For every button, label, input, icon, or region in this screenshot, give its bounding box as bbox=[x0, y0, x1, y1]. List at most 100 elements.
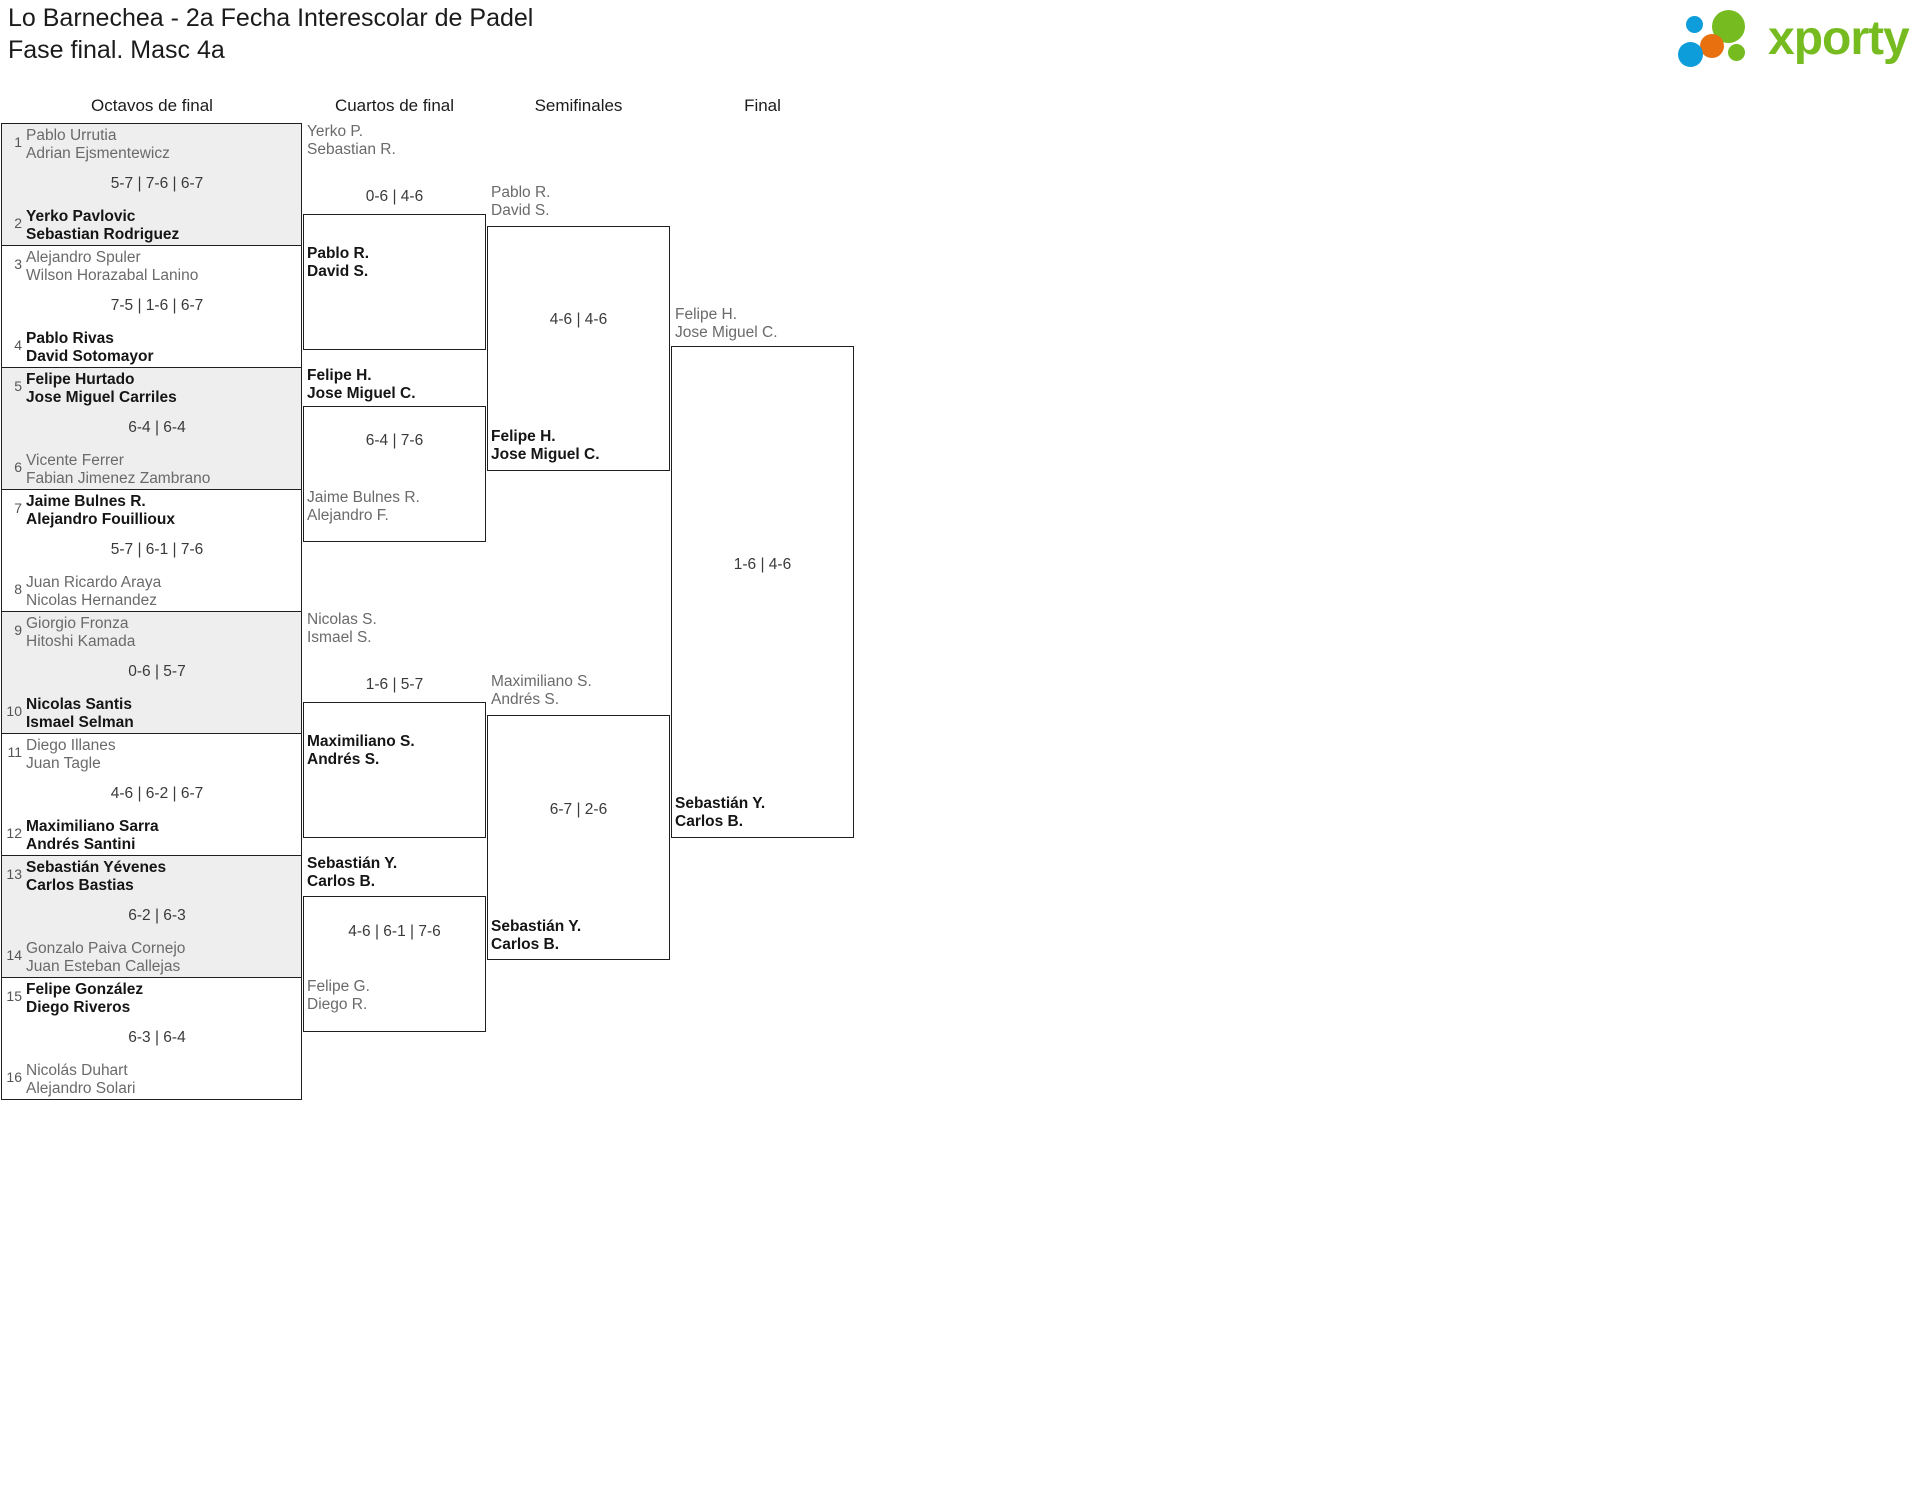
team-player1: Felipe H. bbox=[307, 367, 372, 384]
team-player1: Gonzalo Paiva Cornejo bbox=[26, 940, 186, 957]
seed-number: 15 bbox=[6, 988, 22, 1004]
advancing-team: Sebastián Y.Carlos B. bbox=[491, 918, 581, 954]
team-player2: Alejandro Fouillioux bbox=[26, 511, 175, 528]
team-player1: Felipe H. bbox=[491, 428, 556, 445]
seed-number: 1 bbox=[14, 134, 22, 150]
page-title: Lo Barnechea - 2a Fecha Interescolar de … bbox=[8, 2, 533, 66]
team-player2: Wilson Horazabal Lanino bbox=[26, 267, 199, 284]
team-player2: Diego R. bbox=[307, 996, 368, 1013]
team-player1: Sebastián Y. bbox=[675, 795, 766, 812]
team-player1: Felipe G. bbox=[307, 978, 370, 995]
logo-dot-orange bbox=[1700, 34, 1724, 58]
team-player1: Jaime Bulnes R. bbox=[26, 493, 146, 510]
team-player2: Juan Tagle bbox=[26, 755, 101, 772]
team-player2: Jose Miguel Carriles bbox=[26, 389, 177, 406]
team-player1: Sebastián Y. bbox=[307, 855, 398, 872]
match-score: 1-6 | 4-6 bbox=[733, 556, 792, 573]
round-header-final-label: Final bbox=[744, 96, 781, 115]
seed-number: 13 bbox=[6, 866, 22, 882]
seed-number: 5 bbox=[14, 378, 22, 394]
team-player1: Diego Illanes bbox=[26, 737, 116, 754]
logo-dot-green-small bbox=[1728, 44, 1745, 61]
team-player2: Ismael Selman bbox=[26, 714, 134, 731]
team-player2: Carlos Bastias bbox=[26, 877, 134, 894]
round-header-semifinales-label: Semifinales bbox=[534, 96, 623, 115]
team-player2: Jose Miguel C. bbox=[675, 324, 778, 341]
team-player1: Nicolas S. bbox=[307, 611, 377, 628]
team-player2: David S. bbox=[307, 263, 369, 280]
team-player1: Yerko P. bbox=[307, 123, 364, 140]
team-player1: Sebastián Yévenes bbox=[26, 859, 167, 876]
logo-dot-blue-large bbox=[1678, 42, 1703, 67]
team-player2: Sebastian R. bbox=[307, 141, 396, 158]
team-player2: Jose Miguel C. bbox=[307, 385, 416, 402]
match-score: 6-4 | 6-4 bbox=[128, 419, 186, 436]
champion-team: Sebastián Y.Carlos B. bbox=[675, 795, 765, 831]
team-player1: Maximiliano Sarra bbox=[26, 818, 159, 835]
team-player1: Giorgio Fronza bbox=[26, 615, 129, 632]
team-player2: Carlos B. bbox=[307, 873, 376, 890]
logo-dot-blue-small bbox=[1686, 16, 1703, 33]
team-player1: Pablo R. bbox=[491, 184, 551, 201]
team-player2: Fabian Jimenez Zambrano bbox=[26, 470, 211, 487]
team-player2: Adrian Ejsmentewicz bbox=[26, 145, 170, 162]
match-score: 4-6 | 6-2 | 6-7 bbox=[110, 785, 204, 802]
seed-number: 12 bbox=[6, 825, 22, 841]
match-score: 6-7 | 2-6 bbox=[549, 801, 608, 818]
match-score: 6-3 | 6-4 bbox=[128, 1029, 186, 1046]
seed-number: 10 bbox=[6, 703, 22, 719]
advancing-team: Felipe H.Jose Miguel C. bbox=[675, 306, 778, 342]
team-player2: David S. bbox=[491, 202, 550, 219]
table-row[interactable] bbox=[1, 611, 302, 734]
table-row[interactable] bbox=[1, 855, 302, 978]
advancing-team: Felipe H.Jose Miguel C. bbox=[491, 428, 600, 464]
seed-number: 3 bbox=[14, 256, 22, 272]
advancing-team: Jaime Bulnes R.Alejandro F. bbox=[307, 489, 420, 525]
match-score: 0-6 | 5-7 bbox=[128, 663, 186, 680]
round-header-octavos-label: Octavos de final bbox=[91, 96, 213, 115]
team-player1: Vicente Ferrer bbox=[26, 452, 124, 469]
team-player2: Carlos B. bbox=[491, 936, 560, 953]
bracket-connector bbox=[303, 214, 486, 350]
table-row[interactable] bbox=[1, 123, 302, 246]
team-player2: Diego Riveros bbox=[26, 999, 131, 1016]
team-player2: David Sotomayor bbox=[26, 348, 154, 365]
match-score: 6-4 | 7-6 bbox=[365, 432, 424, 449]
bracket-connector bbox=[487, 715, 670, 960]
round-header-semifinales: Semifinales bbox=[487, 96, 670, 116]
team-player2: Andrés S. bbox=[491, 691, 560, 708]
team-player1: Felipe H. bbox=[675, 306, 738, 323]
team-player2: Alejandro Solari bbox=[26, 1080, 136, 1097]
round-header-final: Final bbox=[671, 96, 854, 116]
team-player1: Felipe González bbox=[26, 981, 144, 998]
team-player1: Jaime Bulnes R. bbox=[307, 489, 420, 506]
table-row[interactable] bbox=[1, 489, 302, 612]
match-score: 4-6 | 6-1 | 7-6 bbox=[348, 923, 441, 940]
table-row[interactable] bbox=[1, 367, 302, 490]
table-row[interactable] bbox=[1, 977, 302, 1100]
advancing-team: Sebastián Y.Carlos B. bbox=[307, 855, 397, 891]
team-player1: Maximiliano S. bbox=[491, 673, 592, 690]
advancing-team: Pablo R.David S. bbox=[491, 184, 550, 220]
seed-number: 8 bbox=[14, 581, 22, 597]
seed-number: 11 bbox=[7, 744, 22, 760]
xporty-logo: xporty bbox=[1676, 8, 1910, 70]
bracket-connector bbox=[671, 346, 854, 838]
round-header-octavos: Octavos de final bbox=[2, 96, 302, 116]
team-player2: Nicolas Hernandez bbox=[26, 592, 157, 609]
team-player1: Sebastián Y. bbox=[491, 918, 582, 935]
round-header-cuartos: Cuartos de final bbox=[303, 96, 486, 116]
seed-number: 4 bbox=[14, 337, 22, 353]
seed-number: 9 bbox=[14, 622, 22, 638]
table-row[interactable] bbox=[1, 733, 302, 856]
seed-number: 7 bbox=[14, 500, 22, 516]
advancing-team: Felipe G.Diego R. bbox=[307, 978, 370, 1014]
